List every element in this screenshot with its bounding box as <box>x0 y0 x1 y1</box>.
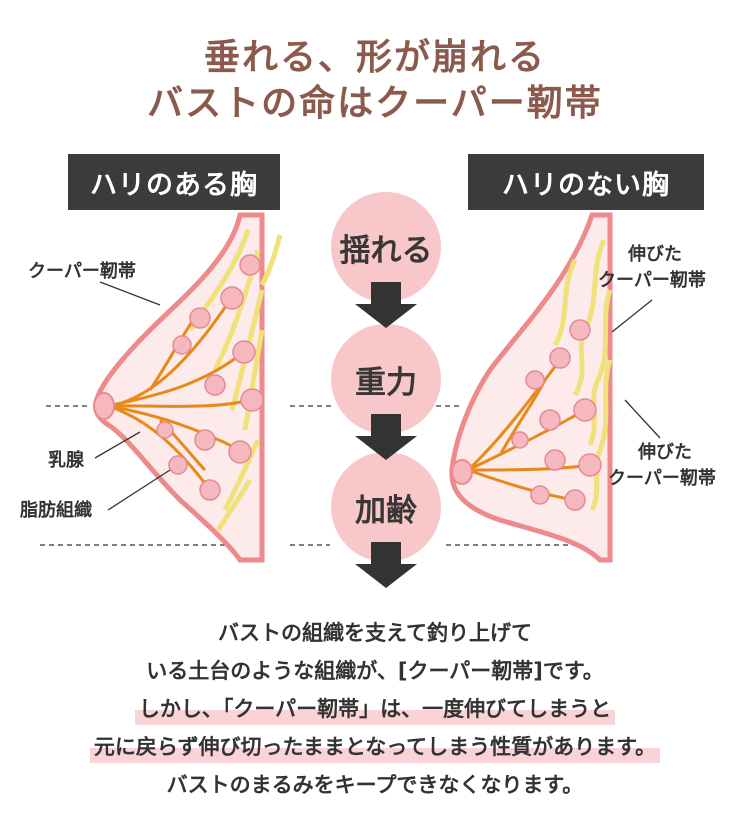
body-line-5: バストのまるみをキープできなくなります。 <box>0 766 750 804</box>
guide-lines <box>40 405 586 546</box>
page-title-line2: バストの命はクーパー靭帯 <box>147 83 603 124</box>
page-title-line1: 垂れる、形が崩れる <box>203 37 546 78</box>
body-line-5-text: バストのまるみをキープできなくなります。 <box>166 773 584 797</box>
label-cooper-ligament-left: クーパー靭帯 <box>28 261 136 282</box>
sagging-nipple <box>451 459 473 485</box>
body-line-3: しかし、「クーパー靭帯」は、一度伸びてしまうと <box>0 690 750 728</box>
left-pointer-lines <box>94 281 171 511</box>
label-fat-tissue: 脂肪組織 <box>20 500 92 521</box>
sagging-breast-label: ハリのない胸 <box>468 154 704 210</box>
label-stretched-2a: 伸びた <box>638 442 692 463</box>
body-line-2-text: いる土台のような組織が、[クーパー靭帯]です。 <box>146 659 604 683</box>
sagging-breast <box>449 212 613 563</box>
label-stretched-2b: クーパー靭帯 <box>608 468 716 489</box>
firm-breast-label: ハリのある胸 <box>68 154 280 210</box>
firm-lobules <box>156 254 264 501</box>
body-line-1: バストの組織を支えて釣り上げて <box>0 614 750 652</box>
label-stretched-1b: クーパー靭帯 <box>598 270 706 291</box>
body-line-4-text: 元に戻らず伸び切ったままとなってしまう性質があります。 <box>89 728 661 766</box>
sagging-lobules <box>511 319 602 511</box>
label-mammary-gland: 乳腺 <box>48 450 84 471</box>
right-pointer-lines <box>611 299 661 439</box>
stage-aging: 加齢 <box>331 452 441 562</box>
arrow-down-icon <box>355 282 417 328</box>
arrow-down-icon <box>355 414 417 460</box>
body-line-1-text: バストの組織を支えて釣り上げて <box>218 621 532 645</box>
body-line-3-text: しかし、「クーパー靭帯」は、一度伸びてしまうと <box>134 690 616 728</box>
label-stretched-1a: 伸びた <box>628 244 682 265</box>
body-line-4: 元に戻らず伸び切ったままとなってしまう性質があります。 <box>0 728 750 766</box>
firm-breast <box>93 212 283 563</box>
arrow-down-icon <box>355 542 417 588</box>
firm-nipple <box>93 392 115 420</box>
stage-shaking: 揺れる <box>331 192 441 302</box>
body-line-2: いる土台のような組織が、[クーパー靭帯]です。 <box>0 652 750 690</box>
